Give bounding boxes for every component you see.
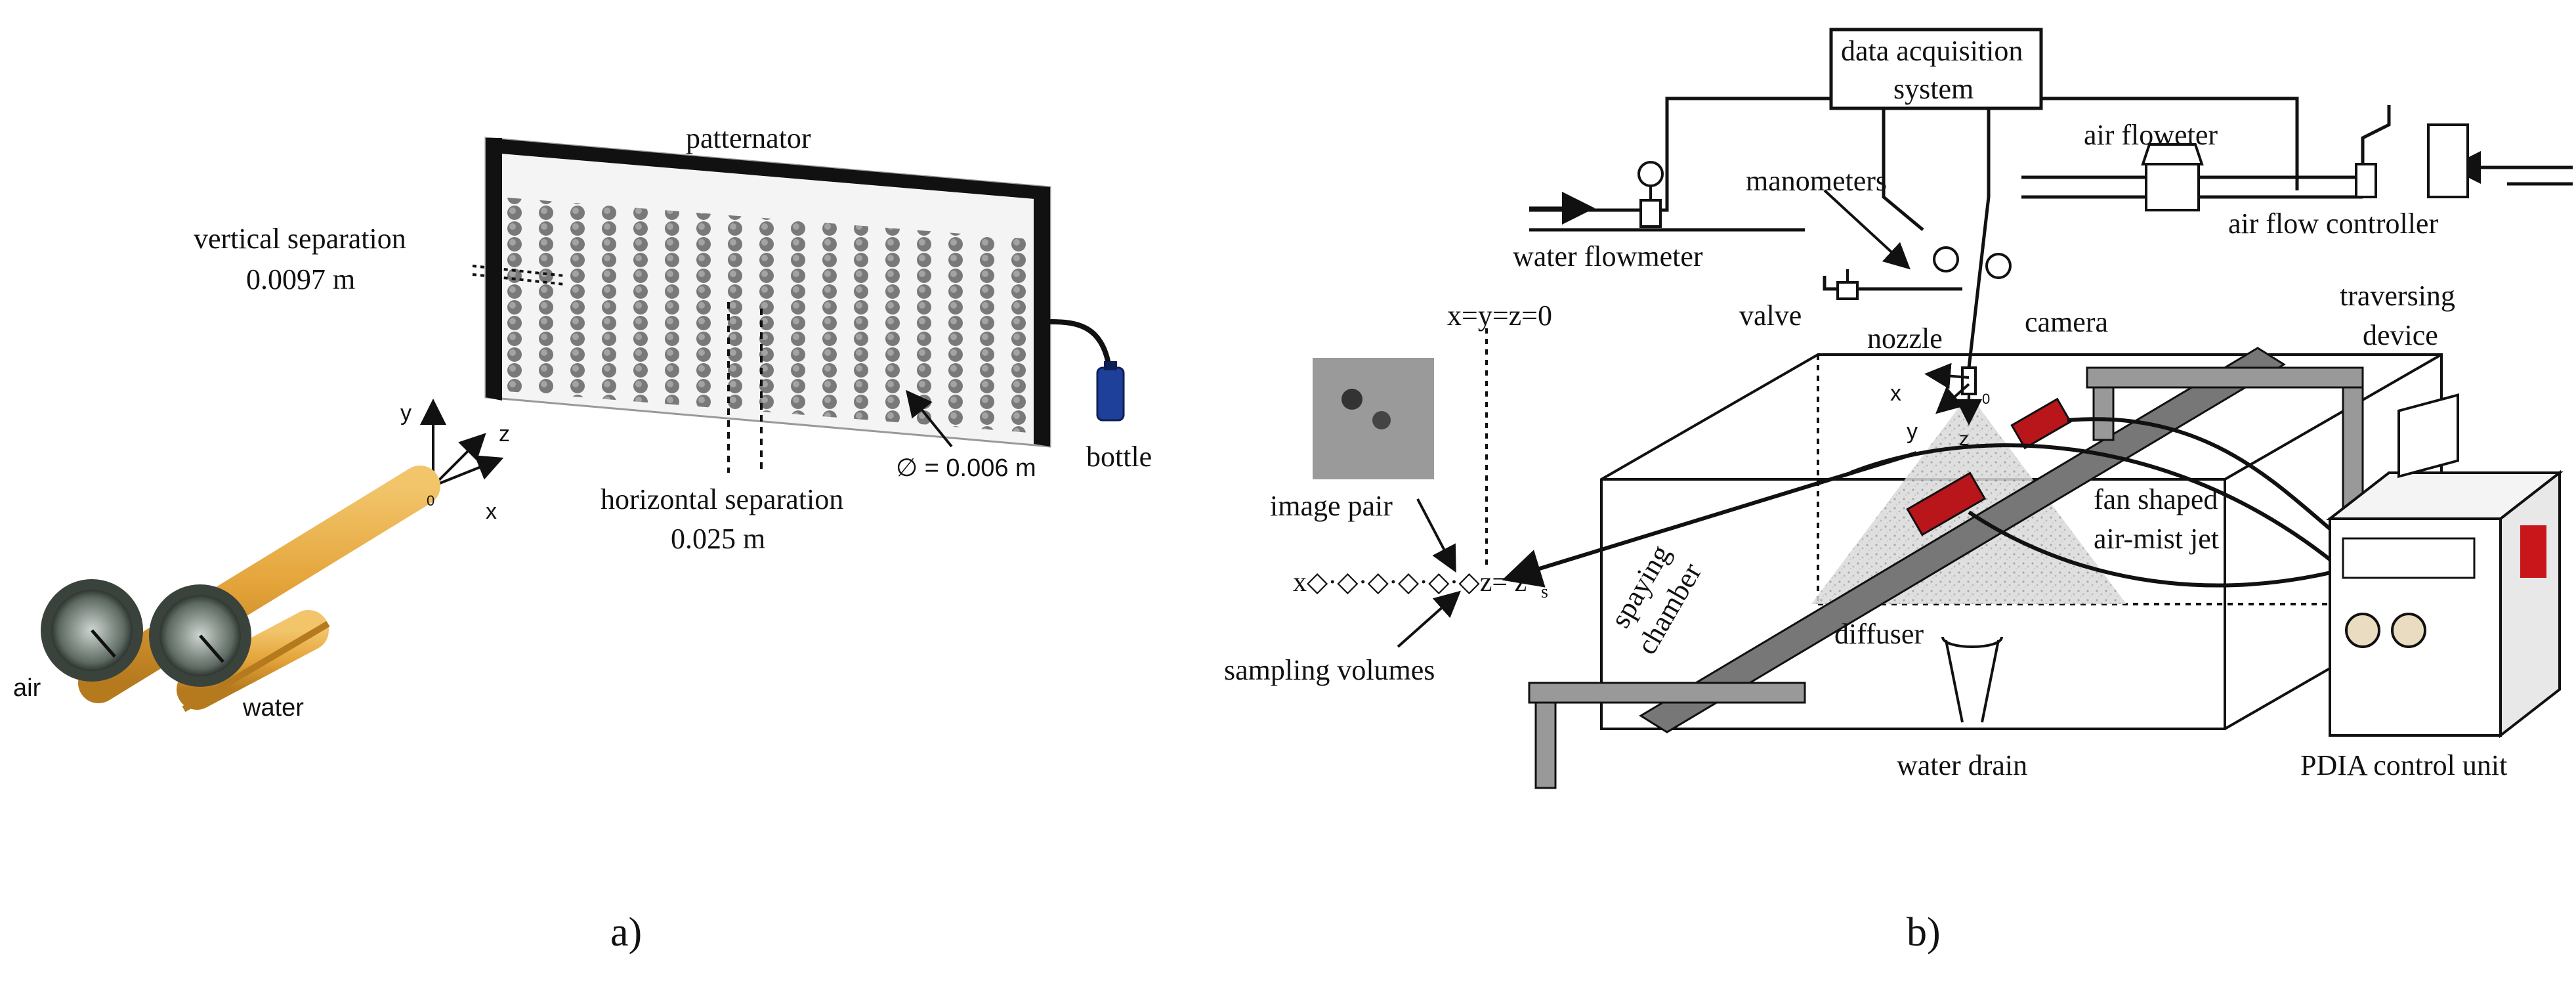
label-diffuser: diffuser bbox=[1834, 618, 1924, 650]
label-fan-shaped: fan shaped bbox=[2094, 483, 2218, 515]
traversing-rail bbox=[1528, 347, 2364, 789]
label-nozzle: nozzle bbox=[1867, 322, 1943, 355]
label-pdia-control-unit: PDIA control unit bbox=[2300, 749, 2507, 781]
panel-b: data acquisition system air floweter air… bbox=[1224, 28, 2573, 955]
sampling-guides bbox=[1397, 189, 1982, 648]
label-air-flow-controller: air flow controller bbox=[2228, 207, 2438, 240]
axis-z-label-b: z bbox=[1959, 428, 1969, 450]
axes-a bbox=[420, 399, 504, 487]
image-pair-inset bbox=[1313, 358, 1434, 479]
label-patternator: patternator bbox=[686, 122, 811, 154]
axis-origin-b: 0 bbox=[1982, 391, 1990, 407]
label-traversing-device: device bbox=[2363, 319, 2438, 351]
valve bbox=[1836, 269, 1859, 300]
label-diameter: ∅ = 0.006 m bbox=[896, 454, 1036, 482]
axis-x-label-a: x bbox=[486, 499, 497, 524]
axis-y-label-a: y bbox=[400, 401, 412, 425]
caption-a: a) bbox=[610, 910, 642, 955]
nozzle bbox=[1961, 366, 1977, 395]
diffuser bbox=[1906, 471, 1987, 536]
label-air-mist-jet: air-mist jet bbox=[2094, 523, 2219, 555]
label-water-drain: water drain bbox=[1897, 749, 2027, 781]
axis-origin-a: 0 bbox=[427, 492, 434, 509]
camera bbox=[2010, 397, 2072, 450]
label-horizontal-separation: horizontal separation bbox=[601, 483, 843, 515]
pdia-control-unit bbox=[2326, 393, 2564, 739]
label-data-acquisition: data acquisition bbox=[1841, 35, 2023, 67]
label-xyz-origin: x=y=z=0 bbox=[1447, 299, 1552, 332]
label-sampling-sub: s bbox=[1541, 582, 1548, 602]
panel-a: patternator vertical separation 0.0097 m… bbox=[13, 122, 1152, 955]
axis-x-label-b: x bbox=[1890, 381, 1901, 406]
air-flowmeter bbox=[2141, 143, 2204, 211]
axis-y-label-b: y bbox=[1907, 419, 1918, 444]
caption-b: b) bbox=[1907, 910, 1941, 955]
label-data-acquisition-system: system bbox=[1893, 73, 1974, 105]
data-acquisition-box bbox=[1829, 28, 2043, 110]
label-image-pair: image pair bbox=[1270, 490, 1393, 522]
label-water: water bbox=[242, 694, 304, 722]
manometers bbox=[1933, 246, 2012, 279]
label-horizontal-separation-value: 0.025 m bbox=[671, 523, 765, 555]
gauge-water bbox=[149, 584, 251, 687]
label-bottle: bottle bbox=[1086, 441, 1152, 473]
patternator-frame bbox=[484, 137, 1051, 448]
label-vertical-separation: vertical separation bbox=[194, 223, 406, 255]
air-flow-controller bbox=[2355, 123, 2469, 198]
label-air-flowmeter: air floweter bbox=[2084, 119, 2218, 151]
label-camera: camera bbox=[2025, 306, 2108, 338]
water-drain bbox=[1941, 636, 2003, 723]
label-sampling-volumes: sampling volumes bbox=[1224, 654, 1435, 686]
water-flowmeter bbox=[1637, 161, 1664, 228]
gauge-air bbox=[41, 579, 143, 682]
label-vertical-separation-value: 0.0097 m bbox=[246, 263, 355, 295]
label-traversing: traversing bbox=[2340, 280, 2455, 312]
bottle bbox=[1049, 319, 1125, 422]
label-valve: valve bbox=[1739, 299, 1802, 332]
label-air: air bbox=[13, 674, 41, 702]
axis-z-label-a: z bbox=[499, 422, 510, 447]
separation-guides bbox=[472, 265, 953, 473]
label-manometers: manometers bbox=[1746, 165, 1887, 197]
label-sampling-row: x◇·◇·◇·◇·◇·◇z= z bbox=[1293, 567, 1527, 598]
pipes bbox=[78, 466, 440, 712]
label-water-flowmeter: water flowmeter bbox=[1513, 240, 1703, 272]
